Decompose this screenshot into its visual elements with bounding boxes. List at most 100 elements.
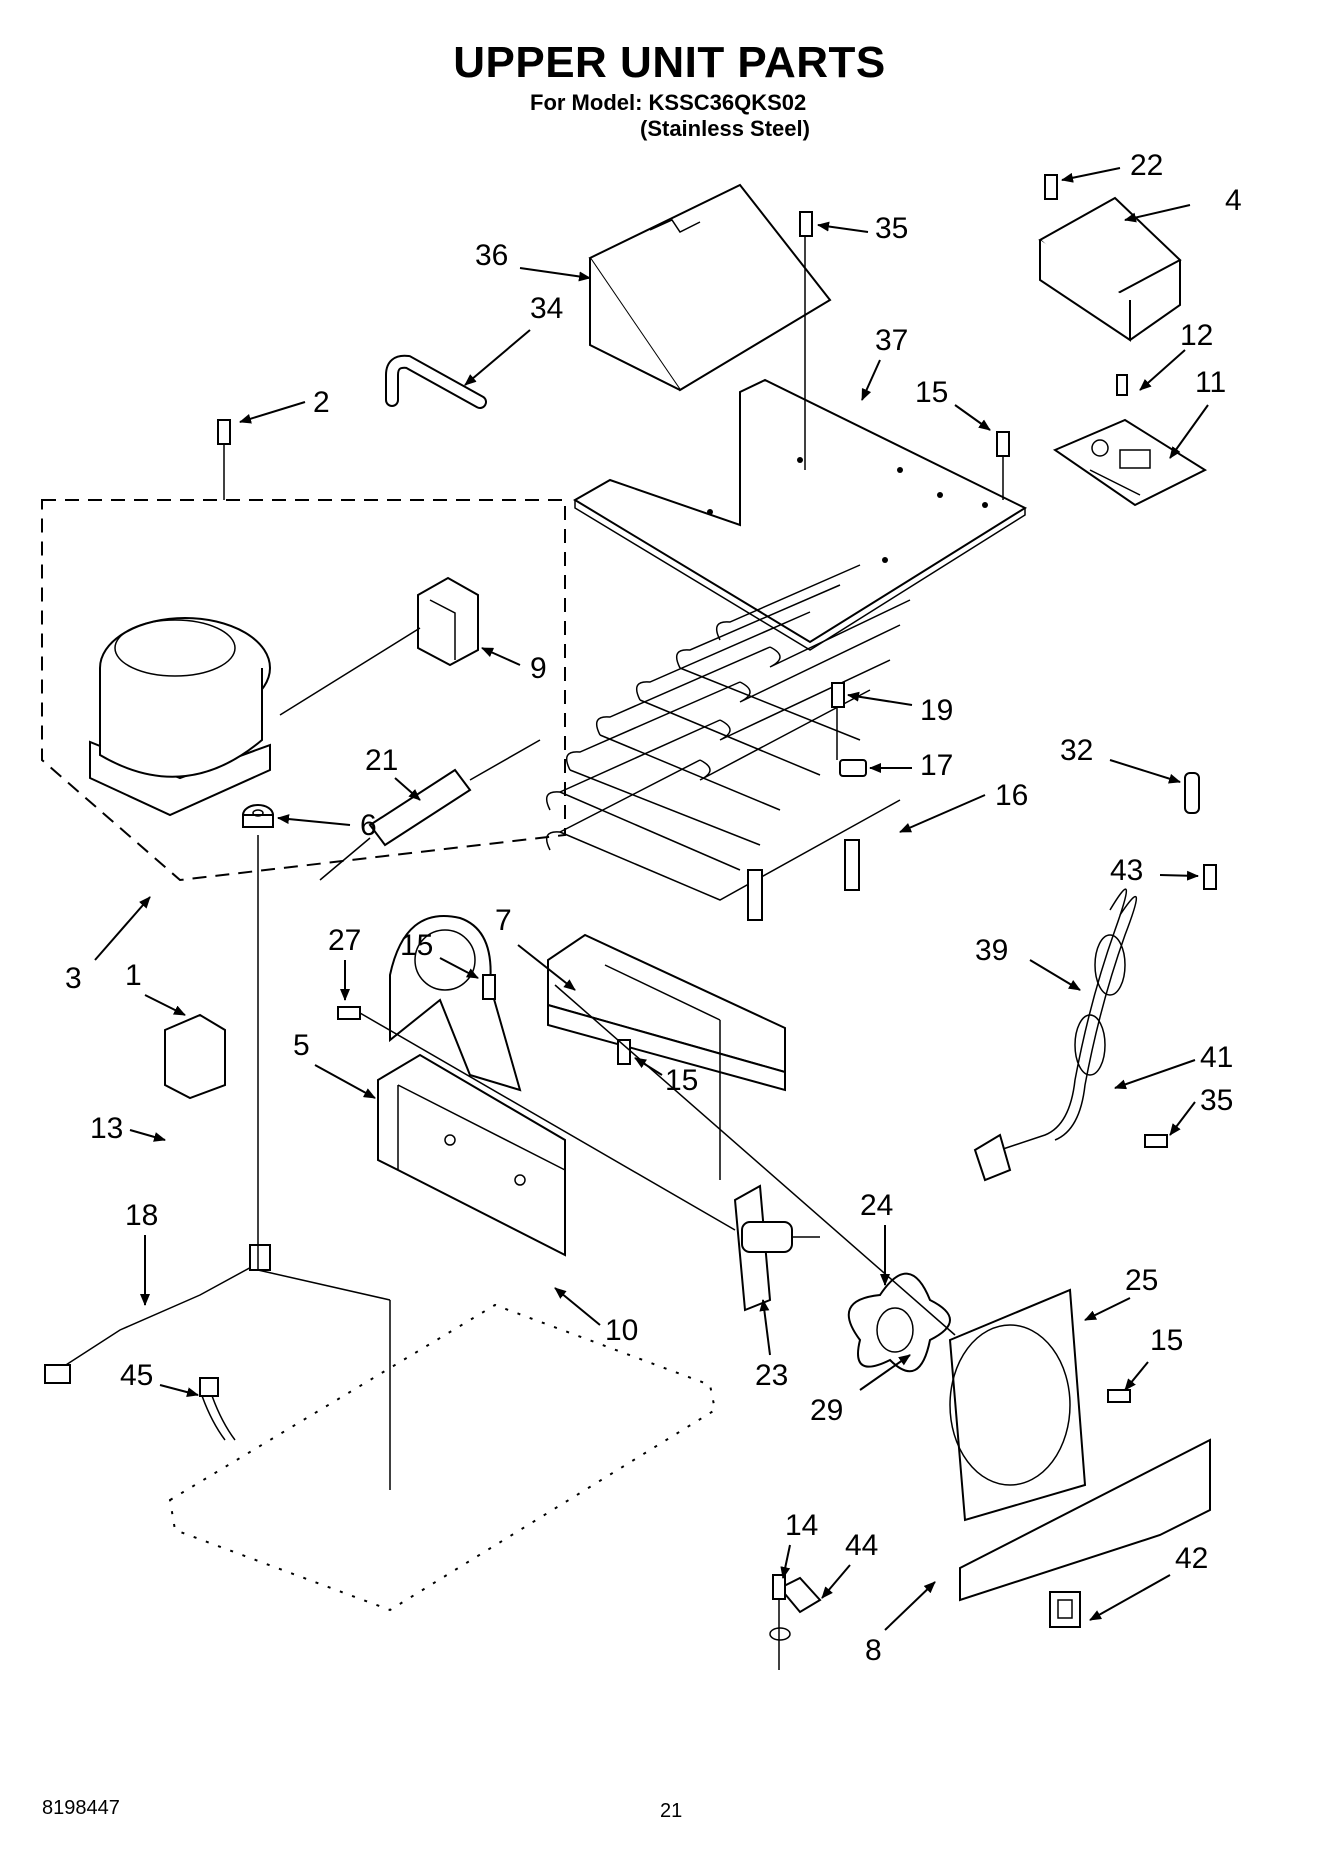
svg-text:16: 16: [995, 779, 1028, 812]
callout-34: 34: [464, 292, 563, 386]
callout-4: 4: [1124, 184, 1242, 223]
svg-text:44: 44: [845, 1529, 878, 1562]
callout-16: 16: [899, 779, 1028, 833]
part-cover-4: [1038, 196, 1182, 342]
svg-text:22: 22: [1130, 149, 1163, 182]
callout-37: 37: [861, 324, 908, 401]
callout-15d: 15: [1124, 1324, 1183, 1391]
callout-27: 27: [328, 924, 361, 1001]
svg-text:34: 34: [530, 292, 563, 325]
part-clamp-44: [769, 1576, 822, 1641]
svg-text:36: 36: [475, 239, 508, 272]
part-fan-shroud-25: [948, 1288, 1087, 1522]
part-motor-bracket-10: [377, 1053, 566, 1257]
part-tube-34: [385, 354, 487, 409]
part-start-device-1: [164, 1013, 226, 1100]
svg-text:14: 14: [785, 1509, 818, 1542]
callout-17: 17: [869, 749, 953, 782]
svg-text:11: 11: [1195, 366, 1226, 399]
svg-text:8: 8: [865, 1634, 882, 1667]
callout-21: 21: [365, 744, 421, 801]
part-bracket-7: [547, 933, 786, 1180]
svg-text:15: 15: [915, 376, 948, 409]
callout-9: 9: [481, 647, 547, 685]
callout-13: 13: [90, 1112, 166, 1145]
callout-35a: 35: [817, 212, 908, 245]
svg-text:15: 15: [1150, 1324, 1183, 1357]
part-fan-motor-23: [733, 1184, 820, 1312]
callout-3: 3: [65, 896, 151, 995]
part-harness-18: [44, 1244, 271, 1384]
svg-text:6: 6: [360, 809, 377, 842]
part-base-plate-37: [573, 378, 1028, 651]
svg-text:45: 45: [120, 1359, 153, 1392]
svg-text:29: 29: [810, 1394, 843, 1427]
svg-text:15: 15: [400, 929, 433, 962]
svg-text:35: 35: [875, 212, 908, 245]
callout-12: 12: [1139, 319, 1213, 391]
finish-line: (Stainless Steel): [640, 116, 810, 141]
svg-text:13: 13: [90, 1112, 123, 1145]
callout-23: 23: [755, 1299, 788, 1392]
part-pin-32: [1184, 772, 1200, 814]
part-clip-45: [199, 1377, 236, 1441]
callout-22: 22: [1061, 149, 1163, 183]
callout-43: 43: [1110, 854, 1199, 887]
svg-text:27: 27: [328, 924, 361, 957]
callout-15a: 15: [915, 376, 991, 431]
svg-text:37: 37: [875, 324, 908, 357]
svg-text:23: 23: [755, 1359, 788, 1392]
callout-25: 25: [1084, 1264, 1158, 1321]
svg-text:41: 41: [1200, 1041, 1233, 1074]
part-grommet-6: [242, 804, 274, 828]
svg-text:39: 39: [975, 934, 1008, 967]
callout-44: 44: [821, 1529, 878, 1599]
svg-text:1: 1: [125, 959, 142, 992]
part-evaporator-16: [545, 564, 911, 921]
callout-6: 6: [277, 809, 377, 842]
callout-24: 24: [860, 1189, 893, 1286]
callout-41: 41: [1114, 1041, 1233, 1090]
document-number: 8198447: [42, 1797, 120, 1819]
part-fan-blade-24: [847, 1272, 951, 1373]
svg-text:43: 43: [1110, 854, 1143, 887]
svg-text:17: 17: [920, 749, 953, 782]
part-clip-17: [839, 759, 867, 777]
svg-text:10: 10: [605, 1314, 638, 1347]
page-number: 21: [660, 1800, 683, 1822]
callout-42: 42: [1089, 1542, 1208, 1621]
callout-15c: 15: [634, 1057, 698, 1097]
part-drier-21: [319, 739, 541, 881]
lower-unit-outline: [168, 1303, 717, 1612]
svg-text:18: 18: [125, 1199, 158, 1232]
callout-18: 18: [125, 1199, 158, 1306]
callout-5: 5: [293, 1029, 376, 1099]
callout-8: 8: [865, 1581, 936, 1667]
svg-text:9: 9: [530, 652, 547, 685]
callout-2: 2: [239, 386, 330, 424]
part-shroud-36: [588, 183, 832, 392]
svg-text:2: 2: [313, 386, 330, 419]
model-line: For Model: KSSC36QKS02: [530, 90, 807, 115]
svg-text:3: 3: [65, 962, 82, 995]
svg-text:4: 4: [1225, 184, 1242, 217]
callouts: 1 2 3 4 5 6 7 8 9 10 11 12 13 14 15 15 1…: [65, 149, 1242, 1667]
callout-10: 10: [554, 1287, 638, 1347]
callout-32: 32: [1060, 734, 1181, 784]
svg-text:35: 35: [1200, 1084, 1233, 1117]
callout-35b: 35: [1169, 1084, 1233, 1136]
callout-14: 14: [780, 1509, 818, 1579]
part-switch-42: [1049, 1591, 1081, 1628]
svg-text:42: 42: [1175, 1542, 1208, 1575]
callout-7: 7: [495, 904, 576, 991]
svg-text:7: 7: [495, 904, 512, 937]
callout-11: 11: [1169, 366, 1226, 459]
svg-text:5: 5: [293, 1029, 310, 1062]
part-relay-9: [417, 576, 479, 667]
callout-29: 29: [810, 1354, 911, 1427]
callout-45: 45: [120, 1359, 199, 1398]
callout-39: 39: [975, 934, 1081, 991]
part-compressor: [89, 617, 421, 817]
svg-text:21: 21: [365, 744, 398, 777]
svg-text:19: 19: [920, 694, 953, 727]
